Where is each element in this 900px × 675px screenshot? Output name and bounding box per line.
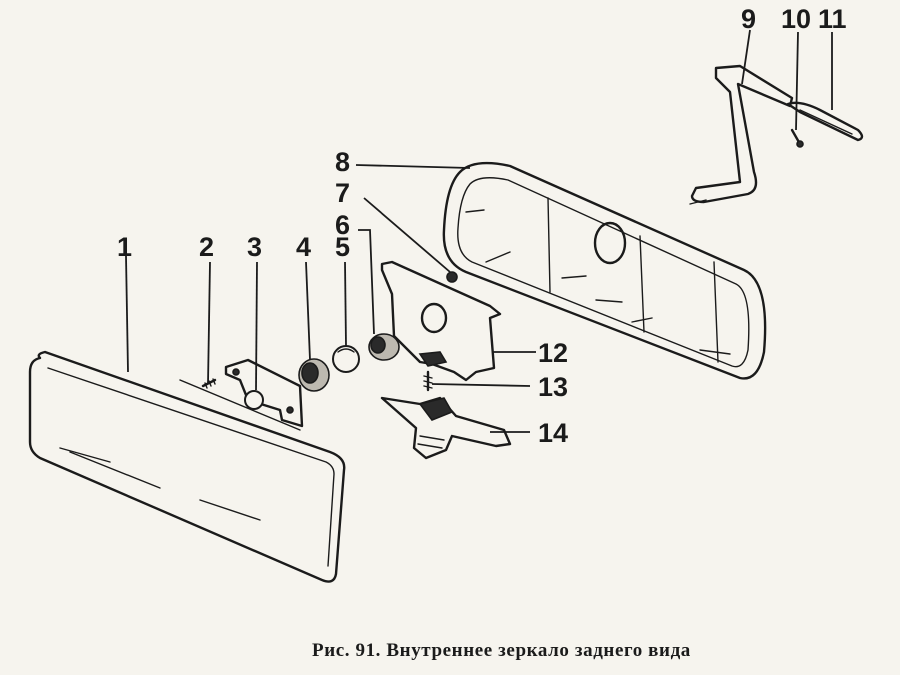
mirror-glass-part — [28, 350, 346, 583]
base-plate-part — [380, 260, 502, 382]
nut-part — [446, 271, 458, 283]
clamp-part — [380, 396, 512, 460]
leader-line-1 — [125, 255, 129, 373]
leader-line-7 — [363, 197, 451, 273]
callout-5: 5 — [335, 232, 350, 262]
leader-line-9 — [741, 29, 751, 85]
arm-screw-part — [790, 128, 804, 148]
screw-part — [201, 378, 217, 389]
leader-line-6 — [358, 229, 375, 335]
callout-14: 14 — [538, 418, 568, 448]
callout-13: 13 — [538, 372, 568, 402]
figure-caption: Рис. 91. Внутреннее зеркало заднего вида — [312, 640, 691, 661]
leader-lines — [125, 29, 833, 433]
washer-part — [298, 358, 330, 392]
housing-part — [442, 161, 767, 380]
callout-7: 7 — [335, 178, 350, 208]
bracket-part — [224, 358, 304, 428]
callout-3: 3 — [247, 232, 262, 262]
leader-line-13 — [431, 383, 531, 387]
callout-10: 10 — [781, 4, 811, 34]
callout-labels: 1 2 3 4 5 6 7 8 9 10 11 12 13 14 — [117, 4, 847, 448]
callout-11: 11 — [818, 4, 847, 34]
arm-part — [689, 64, 794, 205]
callout-2: 2 — [199, 232, 214, 262]
callout-9: 9 — [741, 4, 756, 34]
arm-pad-part — [786, 101, 864, 142]
callout-12: 12 — [538, 338, 568, 368]
leader-line-5 — [344, 261, 347, 347]
leader-line-4 — [305, 261, 311, 361]
callout-1: 1 — [117, 232, 132, 262]
leader-line-8 — [355, 164, 471, 169]
ball-part — [332, 345, 360, 373]
bushing-part — [368, 333, 400, 361]
callout-6: 6 — [335, 210, 350, 240]
leader-line-3 — [255, 261, 258, 391]
leader-line-2 — [207, 261, 211, 385]
leader-line-10 — [795, 31, 799, 131]
stud-part — [423, 370, 433, 392]
callout-8: 8 — [335, 147, 350, 177]
callout-4: 4 — [296, 232, 311, 262]
